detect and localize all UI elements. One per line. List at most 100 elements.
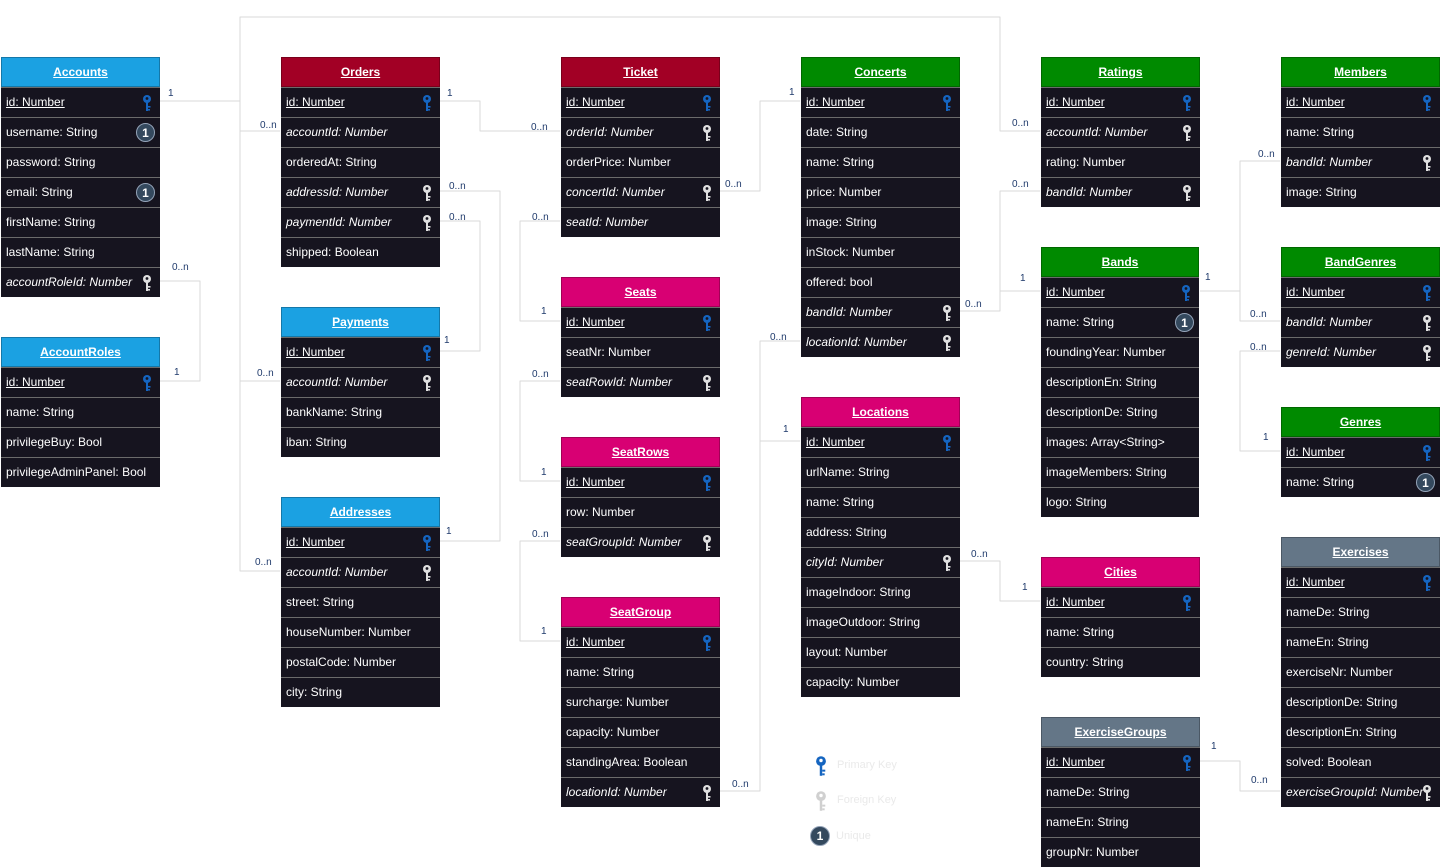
field-row[interactable]: nameDe: String [1041,777,1200,807]
field-row[interactable]: privilegeAdminPanel: Bool [1,457,160,487]
field-row[interactable]: foundingYear: Number [1041,337,1199,367]
field-row[interactable]: bankName: String [281,397,440,427]
field-row[interactable]: id: Number [281,87,440,117]
field-row[interactable]: offered: bool [801,267,960,297]
field-row[interactable]: seatGroupId: Number [561,527,720,557]
field-row[interactable]: address: String [801,517,960,547]
field-row[interactable]: groupNr: Number [1041,837,1200,867]
field-row[interactable]: locationId: Number [801,327,960,357]
field-row[interactable]: price: Number [801,177,960,207]
field-row[interactable]: images: Array<String> [1041,427,1199,457]
field-row[interactable]: seatId: Number [561,207,720,237]
field-row[interactable]: exerciseGroupId: Number [1281,777,1440,807]
field-row[interactable]: inStock: Number [801,237,960,267]
field-row[interactable]: orderPrice: Number [561,147,720,177]
field-row[interactable]: accountId: Number [281,117,440,147]
field-row[interactable]: row: Number [561,497,720,527]
field-row[interactable]: name: String [561,657,720,687]
field-row[interactable]: orderId: Number [561,117,720,147]
field-row[interactable]: id: Number [281,527,440,557]
table-title[interactable]: Members [1281,57,1440,87]
field-row[interactable]: solved: Boolean [1281,747,1440,777]
field-row[interactable]: shipped: Boolean [281,237,440,267]
field-row[interactable]: id: Number [801,87,960,117]
field-row[interactable]: id: Number [1281,277,1440,307]
field-row[interactable]: postalCode: Number [281,647,440,677]
field-row[interactable]: orderedAt: String [281,147,440,177]
field-row[interactable]: id: Number [1281,87,1440,117]
field-row[interactable]: name: String [1041,617,1200,647]
field-row[interactable]: cityId: Number [801,547,960,577]
field-row[interactable]: surcharge: Number [561,687,720,717]
field-row[interactable]: addressId: Number [281,177,440,207]
table-title[interactable]: Cities [1041,557,1200,587]
field-row[interactable]: capacity: Number [561,717,720,747]
field-row[interactable]: logo: String [1041,487,1199,517]
field-row[interactable]: bandId: Number [1041,177,1200,207]
field-row[interactable]: privilegeBuy: Bool [1,427,160,457]
field-row[interactable]: id: Number [281,337,440,367]
field-row[interactable]: accountId: Number [281,557,440,587]
table-title[interactable]: Orders [281,57,440,87]
field-row[interactable]: imageIndoor: String [801,577,960,607]
table-title[interactable]: BandGenres [1281,247,1440,277]
field-row[interactable]: capacity: Number [801,667,960,697]
field-row[interactable]: id: Number [1041,277,1199,307]
field-row[interactable]: id: Number [561,467,720,497]
field-row[interactable]: id: Number [1041,587,1200,617]
field-row[interactable]: nameEn: String [1281,627,1440,657]
table-title[interactable]: Ticket [561,57,720,87]
field-row[interactable]: iban: String [281,427,440,457]
field-row[interactable]: id: Number [561,87,720,117]
field-row[interactable]: descriptionEn: String [1281,717,1440,747]
field-row[interactable]: password: String [1,147,160,177]
field-row[interactable]: paymentId: Number [281,207,440,237]
table-title[interactable]: SeatRows [561,437,720,467]
field-row[interactable]: accountRoleId: Number [1,267,160,297]
field-row[interactable]: urlName: String [801,457,960,487]
table-title[interactable]: Locations [801,397,960,427]
field-row[interactable]: id: Number [1281,437,1440,467]
field-row[interactable]: descriptionDe: String [1281,687,1440,717]
field-row[interactable]: locationId: Number [561,777,720,807]
field-row[interactable]: name: String [801,487,960,517]
field-row[interactable]: bandId: Number [1281,307,1440,337]
field-row[interactable]: id: Number [1041,747,1200,777]
field-row[interactable]: bandId: Number [1281,147,1440,177]
table-title[interactable]: ExerciseGroups [1041,717,1200,747]
field-row[interactable]: id: Number [561,307,720,337]
field-row[interactable]: image: String [1281,177,1440,207]
field-row[interactable]: id: Number [1,367,160,397]
field-row[interactable]: name: String [1281,117,1440,147]
field-row[interactable]: date: String [801,117,960,147]
field-row[interactable]: seatRowId: Number [561,367,720,397]
table-title[interactable]: Exercises [1281,537,1440,567]
field-row[interactable]: city: String [281,677,440,707]
field-row[interactable]: accountId: Number [1041,117,1200,147]
field-row[interactable]: firstName: String [1,207,160,237]
field-row[interactable]: rating: Number [1041,147,1200,177]
table-title[interactable]: Accounts [1,57,160,87]
field-row[interactable]: name: String [1,397,160,427]
field-row[interactable]: lastName: String [1,237,160,267]
field-row[interactable]: id: Number [801,427,960,457]
field-row[interactable]: imageOutdoor: String [801,607,960,637]
field-row[interactable]: standingArea: Boolean [561,747,720,777]
table-title[interactable]: Addresses [281,497,440,527]
field-row[interactable]: image: String [801,207,960,237]
